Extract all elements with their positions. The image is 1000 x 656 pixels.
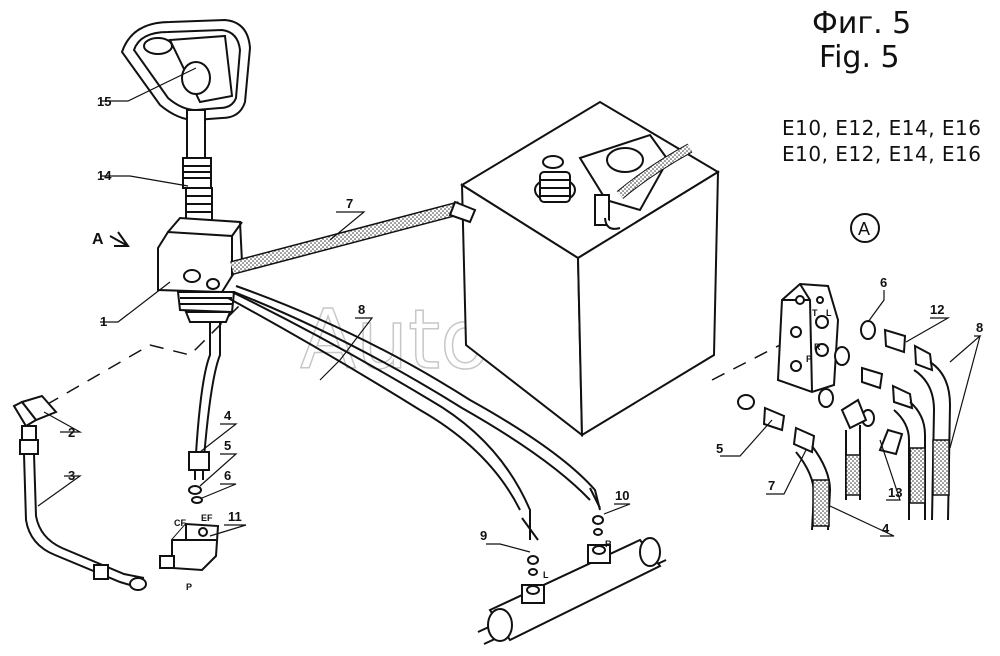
view-marker-label: A — [92, 231, 104, 248]
port-cf: CF — [174, 518, 186, 528]
port-p: P — [186, 582, 192, 592]
port-ef: EF — [201, 513, 213, 523]
callout-7: 7 — [346, 196, 353, 211]
callout-9: 9 — [480, 528, 487, 543]
figure-title-ru: Фиг. 5 — [812, 6, 912, 41]
view-arrow-icon — [109, 231, 130, 247]
detail-callout-8: 8 — [976, 320, 983, 335]
callout-3: 3 — [68, 468, 75, 483]
hoses-8 — [227, 285, 601, 540]
steering-cylinder — [477, 487, 667, 645]
view-a-circle — [850, 213, 880, 243]
fitting-2 — [12, 394, 58, 455]
detail-callout-6: 6 — [880, 275, 887, 290]
block-port-r: R — [814, 342, 821, 352]
steering-wheel — [120, 18, 252, 122]
steering-column — [182, 109, 213, 227]
callout-11: 11 — [228, 509, 242, 524]
dashed-guides — [45, 304, 781, 406]
steering-unit — [157, 216, 244, 323]
models-line-2: E10, E12, E14, E16 — [782, 142, 982, 166]
callout-5: 5 — [224, 438, 231, 453]
detail-a-braids — [812, 439, 950, 527]
detail-callout-7: 7 — [768, 478, 775, 493]
block-port-l: L — [826, 308, 832, 318]
port-l: L — [543, 570, 549, 580]
hose-3 — [23, 453, 147, 591]
callout-4: 4 — [224, 408, 232, 423]
callout-2: 2 — [68, 425, 75, 440]
hydraulic-tank — [460, 100, 720, 438]
models-line-1: E10, E12, E14, E16 — [782, 116, 982, 140]
leader-lines — [37, 67, 982, 553]
detail-callout-13: 13 — [888, 485, 902, 500]
detail-a-fittings — [737, 320, 934, 456]
callout-1: 1 — [100, 314, 107, 329]
figure-title-en: Fig. 5 — [819, 40, 900, 75]
block-port-p: P — [806, 354, 812, 364]
detail-callout-12: 12 — [930, 302, 944, 317]
callout-10: 10 — [615, 488, 629, 503]
detail-callout-5: 5 — [716, 441, 723, 456]
hose-7 — [230, 200, 477, 275]
block-port-t: T — [812, 308, 818, 318]
callout-15: 15 — [97, 94, 111, 109]
callout-8: 8 — [358, 302, 365, 317]
port-r: R — [605, 539, 612, 549]
detail-callout-4: 4 — [882, 521, 890, 536]
callout-14: 14 — [97, 168, 112, 183]
detail-a-valve-block — [776, 282, 840, 394]
callout-6: 6 — [224, 468, 231, 483]
view-a-circle-label: A — [858, 219, 870, 239]
block-11 — [159, 485, 220, 572]
hose-4 — [188, 322, 221, 480]
